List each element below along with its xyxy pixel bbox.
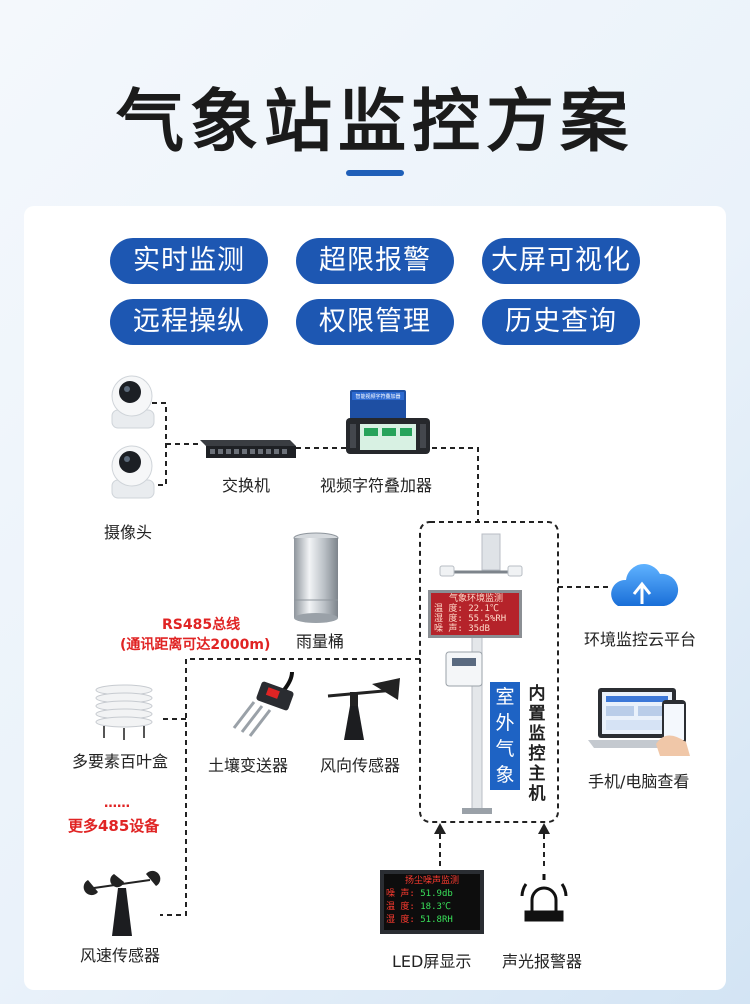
arrow-heads <box>434 823 550 834</box>
station-screen-label: 温 度: <box>434 604 463 614</box>
overlay-screen-text: 智能视频字符叠加器 <box>355 394 401 400</box>
weather-station-icon <box>428 533 523 814</box>
feature-permission-management: 权限管理 <box>296 299 454 345</box>
station-screen-value: 22.1℃ <box>468 604 499 614</box>
station-screen-value: 35dB <box>468 624 490 634</box>
wind-speed-icon <box>83 870 161 936</box>
wind-direction-label: 风向传感器 <box>320 756 401 775</box>
station-screen-title: 气象环境监测 <box>448 594 503 604</box>
led-screen-value: 18.3℃ <box>420 902 451 912</box>
feature-history-query: 历史查询 <box>482 299 640 345</box>
led-label: LED屏显示 <box>392 952 472 971</box>
led-screen-row: 温 度: 18.3℃ <box>386 901 478 914</box>
page-title: 气象站监控方案 <box>115 83 634 162</box>
led-screen-label: 温 度: <box>386 902 415 912</box>
soil-transmitter-icon <box>232 671 294 737</box>
station-screen: 气象环境监测 温 度: 22.1℃ 湿 度: 55.5%RH 噪 声: 35dB <box>434 594 518 634</box>
feature-big-screen: 大屏可视化 <box>482 238 640 284</box>
led-screen-value: 51.8RH <box>420 915 453 925</box>
title-underline <box>346 170 404 176</box>
alarm-label: 声光报警器 <box>502 952 583 971</box>
connection-lines <box>152 402 612 916</box>
led-screen-icon <box>380 870 484 934</box>
switch-label: 交换机 <box>222 476 271 495</box>
led-screen: 扬尘噪声监测 噪 声: 51.9db 温 度: 18.3℃ 湿 度: 51.8R… <box>386 875 478 927</box>
led-screen-row: 湿 度: 51.8RH <box>386 914 478 927</box>
overlay-label: 视频字符叠加器 <box>320 476 433 495</box>
camera-label: 摄像头 <box>104 523 153 542</box>
video-overlay-icon <box>346 390 430 454</box>
feature-overlimit-alarm: 超限报警 <box>296 238 454 284</box>
rs485-bus-label: RS485总线 <box>162 617 241 633</box>
built-in-host-tag: 内置监控主机 <box>528 684 546 804</box>
cloud-icon <box>611 564 679 606</box>
more-dots: …… <box>104 796 130 811</box>
wind-direction-icon <box>327 678 400 740</box>
louver-box-label: 多要素百叶盒 <box>72 752 169 771</box>
rs485-distance-label: (通讯距离可达2000m) <box>120 637 271 653</box>
alarm-icon <box>520 874 568 922</box>
led-screen-label: 湿 度: <box>386 915 415 925</box>
station-screen-row: 噪 声: 35dB <box>434 624 518 634</box>
louver-box-icon <box>95 684 153 728</box>
louver-box-feet <box>103 726 145 740</box>
station-screen-value: 55.5%RH <box>468 614 507 624</box>
phone-pc-label: 手机/电脑查看 <box>588 772 690 791</box>
soil-transmitter-label: 土壤变送器 <box>208 756 289 775</box>
wind-speed-label: 风速传感器 <box>80 946 161 965</box>
feature-realtime-monitoring: 实时监测 <box>110 238 268 284</box>
station-screen-label: 湿 度: <box>434 614 463 624</box>
feature-remote-control: 远程操纵 <box>110 299 268 345</box>
led-screen-row: 噪 声: 51.9db <box>386 888 478 901</box>
outdoor-station-tag: 室外气象站 <box>490 682 520 812</box>
station-screen-row: 湿 度: 55.5%RH <box>434 614 518 624</box>
rain-bucket-icon <box>293 532 339 623</box>
more-485-label: 更多485设备 <box>68 817 160 835</box>
phone-icon <box>656 700 690 756</box>
rain-bucket-label: 雨量桶 <box>296 632 345 651</box>
camera-bottom-icon <box>111 445 155 499</box>
cloud-platform-label: 环境监控云平台 <box>584 630 697 649</box>
station-screen-label: 噪 声: <box>434 624 463 634</box>
led-screen-value: 51.9db <box>420 889 453 899</box>
station-screen-row: 温 度: 22.1℃ <box>434 604 518 614</box>
switch-icon <box>200 440 296 458</box>
camera-top-icon <box>111 375 155 429</box>
led-screen-title: 扬尘噪声监测 <box>404 876 459 886</box>
led-screen-label: 噪 声: <box>386 889 415 899</box>
